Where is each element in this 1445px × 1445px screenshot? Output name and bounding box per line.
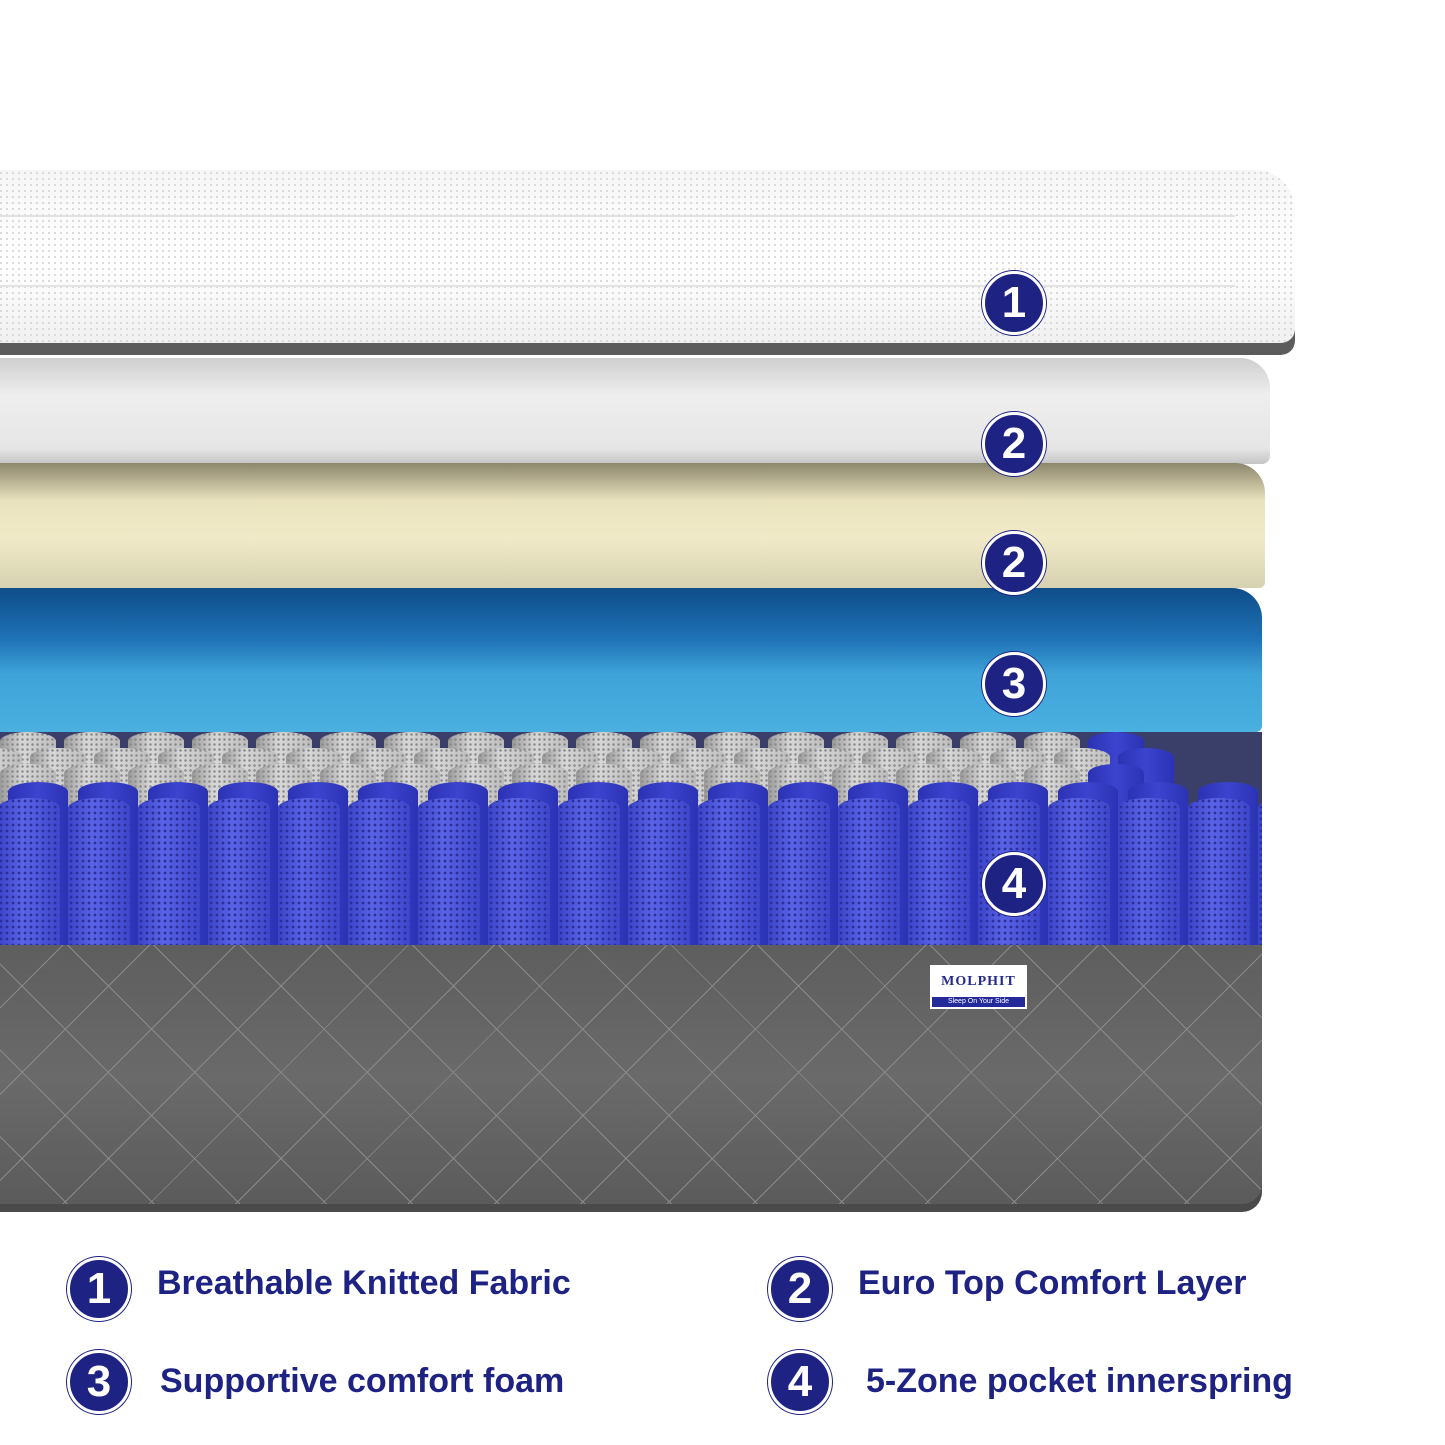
spring-coil [698,798,760,962]
pocket-spring-layer [0,732,1262,962]
spring-coil [0,798,60,962]
spring-coil [628,798,690,962]
legend-badge-2: 2 [768,1257,832,1321]
legend-text-1: Breathable Knitted Fabric [157,1264,571,1302]
layer-badge-2a: 2 [982,412,1046,476]
spring-coil [138,798,200,962]
layer-badge-3: 3 [982,652,1046,716]
brand-label: MOLPHIT Sleep On Your Side [930,965,1027,1009]
spring-coil [1258,798,1262,962]
spring-coil [1048,798,1110,962]
layer-badge-2b: 2 [982,531,1046,595]
spring-coil [68,798,130,962]
euro-top-white-layer [0,358,1270,464]
legend-text-2: Euro Top Comfort Layer [858,1264,1247,1302]
legend-badge-4: 4 [768,1350,832,1414]
legend-text-4: 5-Zone pocket innerspring [866,1362,1293,1400]
knitted-fabric-layer [0,170,1295,355]
spring-coil [1188,798,1250,962]
euro-top-cream-layer [0,463,1265,588]
spring-coil [1118,798,1180,962]
brand-name: MOLPHIT [941,974,1016,989]
spring-coil [838,798,900,962]
spring-coil [908,798,970,962]
layer-badge-4: 4 [982,852,1046,916]
quilted-base [0,945,1262,1212]
spring-coil [488,798,550,962]
legend-text-3: Supportive comfort foam [160,1362,565,1400]
legend-badge-1: 1 [67,1257,131,1321]
legend-badge-3: 3 [67,1350,131,1414]
spring-coil [278,798,340,962]
spring-coil [558,798,620,962]
comfort-foam-layer [0,588,1262,732]
layer-badge-1: 1 [982,271,1046,335]
spring-coil [768,798,830,962]
spring-coil [418,798,480,962]
spring-coil [348,798,410,962]
brand-tagline: Sleep On Your Side [932,997,1025,1007]
spring-coil [208,798,270,962]
